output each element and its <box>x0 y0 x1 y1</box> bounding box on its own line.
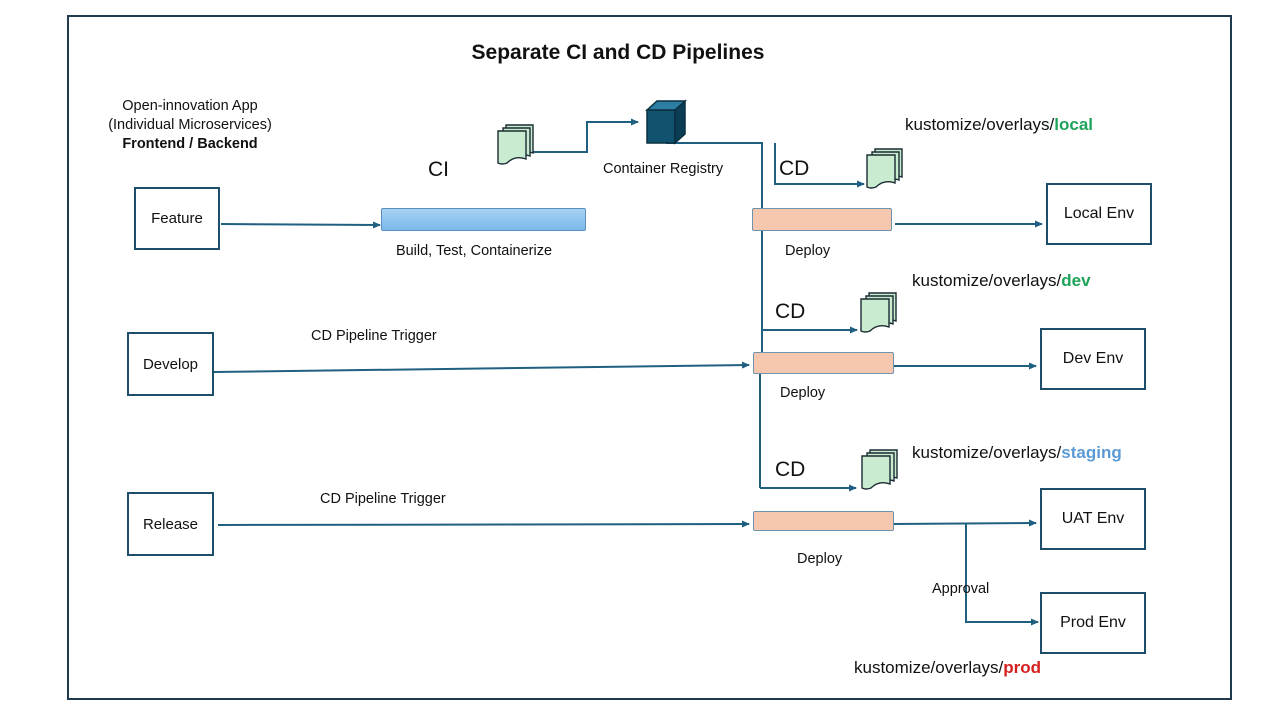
env-uat-box[interactable]: UAT Env <box>1040 488 1146 550</box>
app-name-label: Open-innovation App <box>122 98 258 114</box>
arrow-feature-to-ci <box>220 221 381 229</box>
ci-label: CI <box>428 158 449 181</box>
overlay-staging-path: kustomize/overlays/staging <box>912 443 1122 463</box>
document-stack-icon <box>861 449 898 490</box>
overlay-dev-path: kustomize/overlays/dev <box>912 271 1091 291</box>
branch-release-label: Release <box>142 515 199 533</box>
arrow-cd-local <box>774 143 865 188</box>
ci-pipeline-bar[interactable] <box>381 208 586 231</box>
release-trigger-label: CD Pipeline Trigger <box>320 491 446 507</box>
env-dev-label: Dev Env <box>1062 350 1124 367</box>
diagram-title: Separate CI and CD Pipelines <box>471 41 765 64</box>
diagram-frame <box>67 15 1232 700</box>
container-cube-icon <box>645 99 687 145</box>
env-prod-label: Prod Env <box>1060 614 1126 631</box>
branch-release-box[interactable]: Release <box>127 492 214 556</box>
overlay-prod-path: kustomize/overlays/prod <box>854 658 1041 678</box>
cd-staging-deploy-bar[interactable] <box>753 511 894 531</box>
cd-dev-label: CD <box>775 300 806 323</box>
arrow-develop-trigger <box>213 361 750 373</box>
arrow-release-trigger <box>217 520 750 528</box>
overlay-dev-env: dev <box>1061 271 1091 290</box>
overlay-local-prefix: kustomize/overlays/ <box>905 115 1055 134</box>
ci-stage-label: Build, Test, Containerize <box>395 243 553 259</box>
overlay-prod-prefix: kustomize/overlays/ <box>854 658 1004 677</box>
env-uat-label: UAT Env <box>1061 510 1125 527</box>
overlay-prod-env: prod <box>1003 658 1042 677</box>
app-tiers-label: Frontend / Backend <box>122 136 258 152</box>
branch-feature-label: Feature <box>151 210 203 227</box>
document-stack-icon <box>860 292 897 333</box>
branch-develop-box[interactable]: Develop <box>127 332 214 396</box>
cd-staging-stage-label: Deploy <box>797 551 843 567</box>
app-subtitle-label: (Individual Microservices) <box>108 117 272 133</box>
cd-local-stage-label: Deploy <box>785 243 831 259</box>
arrow-artifact-to-registry <box>533 118 639 153</box>
cd-local-deploy-bar[interactable] <box>752 208 892 231</box>
env-prod-box[interactable]: Prod Env <box>1040 592 1146 654</box>
cd-dev-deploy-bar[interactable] <box>753 352 894 374</box>
develop-trigger-label: CD Pipeline Trigger <box>311 328 437 344</box>
document-stack-icon <box>866 148 903 189</box>
branch-develop-label: Develop <box>142 355 199 373</box>
env-dev-box[interactable]: Dev Env <box>1040 328 1146 390</box>
overlay-local-path: kustomize/overlays/local <box>905 115 1093 135</box>
branch-feature-box[interactable]: Feature <box>134 187 220 250</box>
env-local-label: Local Env <box>1063 205 1135 222</box>
document-stack-icon <box>497 124 534 165</box>
env-local-box[interactable]: Local Env <box>1046 183 1152 245</box>
overlay-staging-env: staging <box>1061 443 1122 462</box>
cd-staging-label: CD <box>775 458 806 481</box>
approval-label: Approval <box>932 581 990 597</box>
overlay-dev-prefix: kustomize/overlays/ <box>912 271 1062 290</box>
arrow-approval-to-prod-env <box>965 524 1039 626</box>
arrow-deploy-to-uat-env <box>892 519 1037 527</box>
container-registry-label: Container Registry <box>603 161 724 177</box>
overlay-local-env: local <box>1054 115 1094 134</box>
overlay-staging-prefix: kustomize/overlays/ <box>912 443 1062 462</box>
cd-dev-stage-label: Deploy <box>780 385 826 401</box>
cd-local-label: CD <box>779 157 810 180</box>
